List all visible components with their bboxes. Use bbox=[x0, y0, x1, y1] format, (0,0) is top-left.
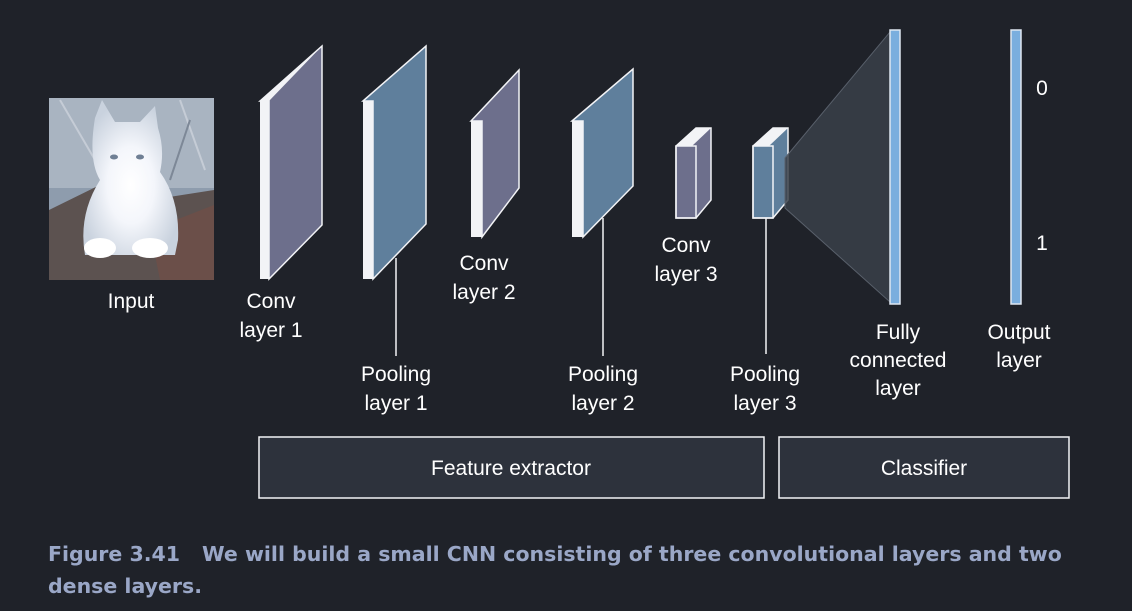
pooling-layer-1-line1: Pooling bbox=[361, 363, 431, 386]
output-label-line1: Output bbox=[987, 321, 1050, 344]
conv-layer-3-line1: Conv bbox=[661, 234, 711, 257]
pooling-layer-2-line2: layer 2 bbox=[571, 392, 634, 415]
pooling-layer-3-line1: Pooling bbox=[730, 363, 800, 386]
figure-caption-text: We will build a small CNN consisting of … bbox=[48, 542, 1062, 598]
fc-label-line3: layer bbox=[875, 377, 921, 400]
pooling-layer-2-line1: Pooling bbox=[568, 363, 638, 386]
pooling-layer-3-block bbox=[752, 127, 789, 219]
fc-label-line1: Fully bbox=[876, 321, 921, 344]
conv-layer-1-line1: Conv bbox=[246, 290, 296, 313]
pooling-layer-3-line2: layer 3 bbox=[733, 392, 796, 415]
fc-projection bbox=[784, 30, 891, 304]
output-class-1: 1 bbox=[1036, 232, 1048, 255]
pooling-layer-1-block bbox=[361, 44, 427, 281]
output-layer-bar bbox=[1010, 29, 1022, 305]
conv-layer-2-line1: Conv bbox=[459, 252, 509, 275]
classifier-label: Classifier bbox=[881, 457, 967, 480]
fc-label-line2: connected bbox=[850, 349, 947, 372]
feature-extractor-box bbox=[258, 436, 765, 499]
feature-extractor-label: Feature extractor bbox=[431, 457, 591, 480]
pooling-layer-1-line2: layer 1 bbox=[364, 392, 427, 415]
output-label-line2: layer bbox=[996, 349, 1042, 372]
fully-connected-bar bbox=[889, 29, 901, 305]
conv-layer-1-line2: layer 1 bbox=[239, 319, 302, 342]
classifier-box bbox=[778, 436, 1070, 499]
figure-number: Figure 3.41 bbox=[48, 542, 181, 566]
conv-layer-3-line2: layer 3 bbox=[654, 263, 717, 286]
output-class-0: 0 bbox=[1036, 77, 1048, 100]
pooling-layer-2-block bbox=[569, 67, 634, 239]
conv-layer-2-block bbox=[469, 68, 520, 240]
conv-layer-1-block bbox=[258, 44, 323, 281]
input-label: Input bbox=[108, 290, 155, 313]
input-image bbox=[49, 98, 214, 280]
conv-layer-3-block bbox=[675, 127, 712, 219]
conv-layer-2-line2: layer 2 bbox=[452, 281, 515, 304]
